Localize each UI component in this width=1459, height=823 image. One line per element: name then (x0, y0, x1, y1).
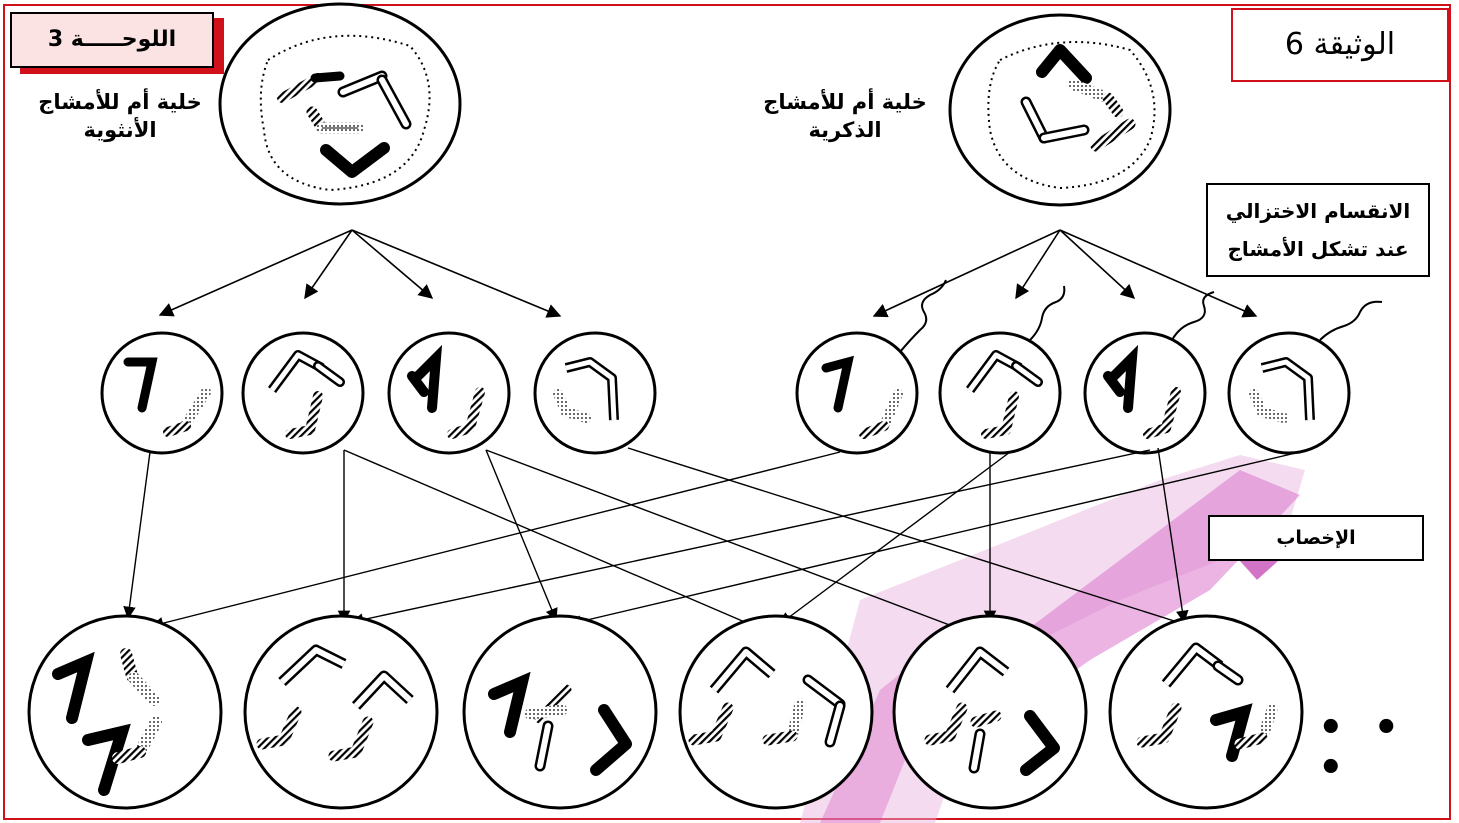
document-title: الوثيقة 6 (1231, 8, 1449, 82)
female-label-line-2: الأنثوية (83, 118, 157, 142)
female-meiosis-arrows (158, 229, 562, 318)
male-label-line-1: خلية أم للأمشاج (763, 90, 927, 114)
zygote-1 (27, 614, 223, 810)
female-gamete-4 (533, 331, 657, 455)
zygote-2 (243, 614, 439, 810)
zygote-4 (678, 614, 874, 810)
male-gamete-2 (938, 285, 1066, 455)
meiosis-label-line-2: عند تشكل الأمشاج (1227, 237, 1409, 261)
fertilization-arrows (123, 447, 1301, 634)
male-gamete-1 (795, 279, 947, 455)
female-gamete-3 (387, 331, 511, 455)
zygote-5 (892, 614, 1088, 810)
female-mother-cell-label: خلية أم للأمشاج الأنثوية (20, 88, 220, 144)
zygote-6 (1108, 614, 1304, 810)
female-mother-cell (218, 2, 462, 206)
female-gamete-1 (100, 331, 224, 455)
meiosis-label: الانقسام الاختزالي عند تشكل الأمشاج (1206, 183, 1430, 277)
male-mother-cell (948, 13, 1172, 207)
plate-label: اللوحـــــة 3 (10, 12, 214, 68)
male-label-line-2: الذكرية (808, 118, 882, 142)
male-meiosis-arrows (872, 229, 1258, 318)
zygote-3 (462, 614, 658, 810)
male-gamete-4 (1227, 300, 1383, 455)
meiosis-label-line-1: الانقسام الاختزالي (1225, 199, 1411, 223)
male-mother-cell-label: خلية أم للأمشاج الذكرية (740, 88, 950, 144)
ellipsis: • • • (1318, 705, 1408, 791)
male-gamete-3 (1083, 291, 1215, 455)
female-label-line-1: خلية أم للأمشاج (38, 90, 202, 114)
page-frame (3, 4, 1451, 820)
female-gamete-2 (241, 331, 365, 455)
fertilization-label: الإخصاب (1208, 515, 1424, 561)
